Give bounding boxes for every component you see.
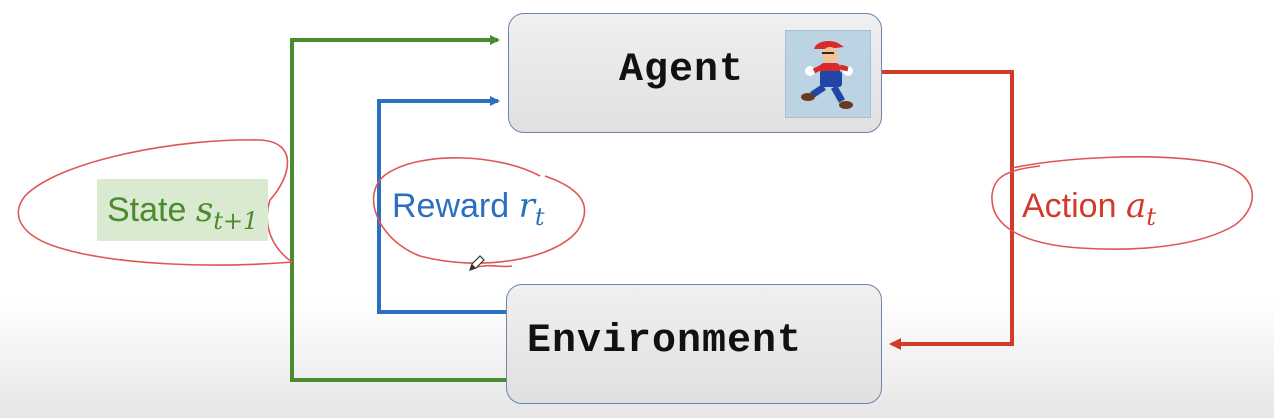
reward-arrow xyxy=(377,96,506,314)
environment-box: Environment xyxy=(506,284,882,404)
action-label: Action at xyxy=(1022,186,1156,231)
state-symbol: s xyxy=(195,190,214,230)
state-arrow xyxy=(290,35,506,382)
pencil-cursor-icon xyxy=(469,255,485,271)
environment-title: Environment xyxy=(527,319,803,364)
action-subscript: t xyxy=(1146,203,1156,231)
mario-icon xyxy=(785,30,871,118)
action-arrow xyxy=(882,70,1014,350)
reward-label: Reward rt xyxy=(392,186,545,231)
action-symbol: a xyxy=(1125,186,1147,226)
state-label: State st+1 xyxy=(97,179,269,241)
state-annotation-loop xyxy=(17,139,293,266)
agent-box: Agent xyxy=(508,13,882,133)
reward-label-text: Reward xyxy=(392,187,510,225)
action-annotation-loop xyxy=(991,156,1253,250)
action-label-text: Action xyxy=(1022,187,1117,225)
reward-symbol: r xyxy=(518,186,535,226)
agent-title: Agent xyxy=(619,48,745,93)
reward-subscript: t xyxy=(534,203,545,231)
state-label-text: State xyxy=(107,191,187,229)
state-subscript: t+1 xyxy=(213,207,259,235)
